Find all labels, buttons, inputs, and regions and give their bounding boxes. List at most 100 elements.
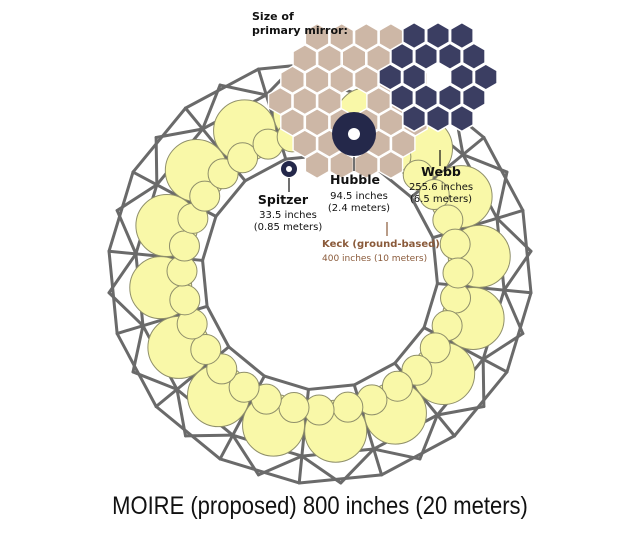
truss-brace <box>495 170 509 220</box>
moire-segment-small <box>169 284 201 316</box>
truss-brace <box>481 332 525 361</box>
keck-mirror-segment <box>304 65 330 95</box>
truss-outer-strut <box>107 170 135 253</box>
truss-brace <box>502 288 525 336</box>
moire-segment-small <box>439 228 471 260</box>
webb-name: Webb <box>421 164 461 179</box>
truss-inner-strut <box>422 282 439 330</box>
keck-mirror-segment <box>304 107 330 137</box>
truss-brace <box>435 404 486 417</box>
webb-mirror-segment <box>378 63 403 91</box>
spitzer-mirror <box>281 161 297 177</box>
truss-inner-strut <box>243 157 288 183</box>
header-line-1: Size of <box>252 10 294 23</box>
truss-outer-strut <box>380 434 456 477</box>
keck-mirror-segment <box>378 150 404 180</box>
truss-brace <box>201 83 222 131</box>
webb-mirror-segment <box>473 63 498 91</box>
truss-outer-strut <box>184 67 260 110</box>
truss-outer-strut <box>297 473 384 485</box>
keck-mirror-segment <box>390 129 416 158</box>
webb-mirror-segment <box>401 63 427 91</box>
truss-brace <box>184 433 235 438</box>
moire-caption: MOIRE (proposed) 800 inches (20 meters) <box>112 492 528 520</box>
truss-brace <box>154 136 159 187</box>
moire-segment-small <box>332 391 364 423</box>
truss-inner-strut <box>352 361 397 387</box>
truss-outer-strut <box>107 249 119 336</box>
truss-brace <box>107 291 145 328</box>
truss-inner-strut <box>409 195 435 240</box>
truss-brace <box>502 249 533 292</box>
keck-qualifier: (ground-based) <box>352 239 439 250</box>
truss-brace <box>218 83 268 97</box>
webb-mirror-segment <box>401 21 427 50</box>
truss-brace <box>115 183 159 212</box>
header-line-2: primary mirror: <box>252 24 348 37</box>
moire-segment-small <box>381 370 413 402</box>
keck-mirror-segment <box>280 65 305 95</box>
truss-outer-strut <box>218 457 301 485</box>
truss-inner-strut <box>201 258 209 308</box>
truss-inner-strut <box>201 214 218 262</box>
keck-mirror-segment <box>292 129 318 158</box>
webb-mirror-segment <box>413 83 439 112</box>
truss-inner-strut <box>431 236 439 286</box>
truss-brace <box>115 208 138 256</box>
truss-brace <box>175 387 188 438</box>
truss-inner-strut <box>227 345 266 378</box>
truss-brace <box>495 216 533 253</box>
hubble-mirror <box>332 112 376 156</box>
truss-outer-strut <box>154 404 222 461</box>
webb-size-metric: (6.5 meters) <box>410 194 472 205</box>
keck-mirror-segment <box>317 44 342 73</box>
spitzer-size-metric: (0.85 meters) <box>254 222 323 233</box>
webb-mirror-segment <box>390 83 415 112</box>
truss-brace <box>461 153 509 174</box>
keck-mirror-segment <box>353 65 379 95</box>
truss-brace <box>131 324 145 374</box>
keck-mirror-segment <box>304 150 330 180</box>
keck-mirror-segment <box>304 22 330 52</box>
webb-mirror <box>378 21 498 133</box>
moire-segment-small <box>418 179 450 211</box>
keck-label: Keck (ground-based) <box>322 239 440 250</box>
spitzer-mirror-hole <box>286 166 292 172</box>
keck-mirror-segment <box>353 22 379 52</box>
truss-outer-strut <box>505 291 533 374</box>
hubble-size-imperial: 94.5 inches <box>330 191 388 202</box>
keck-mirror-segment <box>317 86 342 116</box>
moire-segment-small <box>442 257 474 289</box>
truss-brace <box>300 454 343 485</box>
moire-segment-small <box>419 332 451 364</box>
keck-mirror-segment <box>341 44 367 73</box>
webb-mirror-segment <box>437 42 463 71</box>
webb-mirror-segment <box>449 21 475 50</box>
truss-brace <box>418 413 439 461</box>
truss-brace <box>131 370 179 391</box>
truss-inner-strut <box>306 383 356 391</box>
keck-size: 400 inches (10 meters) <box>322 254 427 264</box>
truss-inner-strut <box>393 326 426 365</box>
webb-mirror-segment <box>425 21 451 50</box>
truss-brace <box>154 127 205 140</box>
webb-mirror-segment <box>390 42 415 71</box>
keck-mirror-segment <box>292 44 318 73</box>
keck-name: Keck <box>322 239 349 250</box>
webb-mirror-segment <box>437 83 463 112</box>
truss-outer-strut <box>452 370 509 438</box>
webb-mirror-segment <box>461 42 486 71</box>
truss-brace <box>231 433 260 477</box>
truss-inner-strut <box>214 179 247 218</box>
truss-outer-strut <box>131 106 188 174</box>
truss-outer-strut <box>482 136 525 212</box>
truss-inner-strut <box>262 374 310 391</box>
webb-size-imperial: 255.6 inches <box>409 182 473 193</box>
truss-brace <box>372 447 422 461</box>
webb-mirror-segment <box>461 83 486 112</box>
truss-brace <box>339 447 376 485</box>
keck-mirror-segment <box>292 86 318 116</box>
spitzer-name: Spitzer <box>258 192 309 207</box>
truss-brace <box>107 252 138 295</box>
